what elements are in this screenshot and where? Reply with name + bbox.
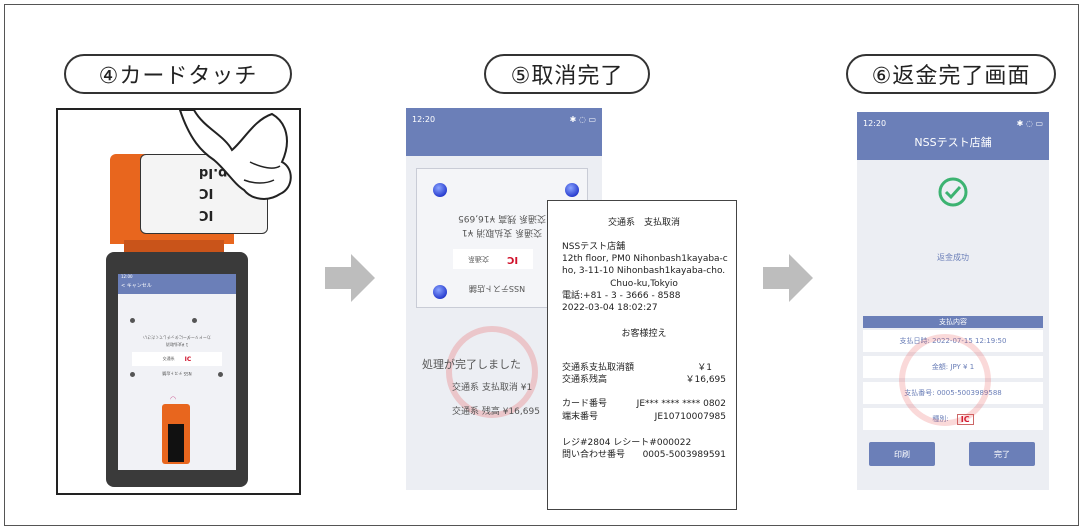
terminal-screen: 12:00 < キャンセル カードリーダーにタッチしてください 1 ¥支払取消 … <box>118 274 236 470</box>
receipt-register: レジ#2804 レシート#000022 <box>562 437 692 448</box>
receipt-amount-value: ￥1 <box>697 363 712 374</box>
receipt-datetime: 2022-03-04 18:02:27 <box>562 302 658 313</box>
check-circle-icon <box>938 177 968 207</box>
refund-success-text: 返金成功 <box>937 253 969 262</box>
processing-complete-text: 処理が完了しました <box>422 358 521 371</box>
arrow-right-icon <box>325 254 375 302</box>
phone-screen-refund-complete: 12:20✱ ◌ ▭ NSSテスト店舗 返金成功 支払内容 支払日時: 2022… <box>857 112 1049 490</box>
mirror-brand: 交通系 <box>467 255 489 263</box>
terminal-status-bar: 12:00 <box>118 274 236 282</box>
receipt-title: 交通系 支払取消 <box>607 218 680 228</box>
terminal-shop: NSS テスト店舗 <box>162 371 192 376</box>
result-pay-line: 交通系 支払取消 ¥1 <box>452 383 533 393</box>
step-4-label: ④カードタッチ <box>64 54 292 94</box>
card-touch-illustration: 12:00 < キャンセル カードリーダーにタッチしてください 1 ¥支払取消 … <box>56 108 301 495</box>
receipt-card-label: カード番号 <box>562 399 608 410</box>
receipt-copy-label: お客様控え <box>621 328 667 339</box>
dot-marker <box>565 183 579 197</box>
status-bar: 12:20✱ ◌ ▭ <box>412 114 596 124</box>
contactless-icon: ◠ <box>170 395 177 403</box>
receipt-card-value: JE*** **** **** 0802 <box>636 399 726 410</box>
receipt-address-3: Chuo-ku,Tokyio <box>610 278 678 289</box>
receipt-address-1: 12th floor, PM0 Nihonbash1kayaba-c <box>562 254 728 265</box>
terminal-instruction: カードリーダーにタッチしてください <box>143 335 211 340</box>
ic-logo-icon: IC <box>506 253 519 265</box>
print-button[interactable]: 印刷 <box>869 442 935 466</box>
done-button[interactable]: 完了 <box>969 442 1035 466</box>
receipt-shop: NSSテスト店舗 <box>562 242 626 253</box>
receipt-amount-label: 交通系支払取消額 <box>562 363 635 374</box>
hand-icon <box>178 110 292 200</box>
result-balance-line: 交通系 残高 ¥16,695 <box>452 407 540 417</box>
stamp-watermark-icon <box>446 326 538 418</box>
arrow-right-icon <box>763 254 813 302</box>
stamp-watermark-icon <box>899 334 991 426</box>
dot-marker <box>433 183 447 197</box>
ic-logo-icon: IC <box>184 355 192 363</box>
step-6-label: ⑥返金完了画面 <box>846 54 1056 94</box>
receipt-inquiry-label: 問い合わせ番号 <box>562 449 626 460</box>
terminal-brand-label: 交通系 <box>162 356 175 361</box>
step-5-label: ⑤取消完了 <box>484 54 650 94</box>
receipt-terminal-value: JE10710007985 <box>654 411 726 422</box>
receipt-balance-label: 交通系残高 <box>562 375 608 386</box>
outer-frame <box>4 4 1079 526</box>
receipt-balance-value: ￥16,695 <box>685 375 727 386</box>
status-bar: 12:20✱ ◌ ▭ <box>863 118 1043 128</box>
receipt-inquiry-value: 0005-5003989591 <box>642 449 726 460</box>
receipt-terminal-label: 端末番号 <box>562 411 599 422</box>
receipt-address-2: ho, 3-11-10 Nihonbash1kayaba-cho. <box>562 266 726 277</box>
receipt-tel: 電話:+81 - 3 - 3666 - 8588 <box>562 290 681 301</box>
details-header: 支払内容 <box>863 316 1043 328</box>
terminal-cancel-header[interactable]: < キャンセル <box>118 282 236 294</box>
mirror-shop: NSSテスト店舗 <box>468 284 526 293</box>
dot-marker <box>433 285 447 299</box>
cancel-receipt: 交通系 支払取消 NSSテスト店舗 12th floor, PM0 Nihonb… <box>547 200 737 510</box>
shop-title: NSSテスト店舗 <box>914 136 992 149</box>
terminal-amount: 1 ¥支払取消 <box>165 342 189 347</box>
